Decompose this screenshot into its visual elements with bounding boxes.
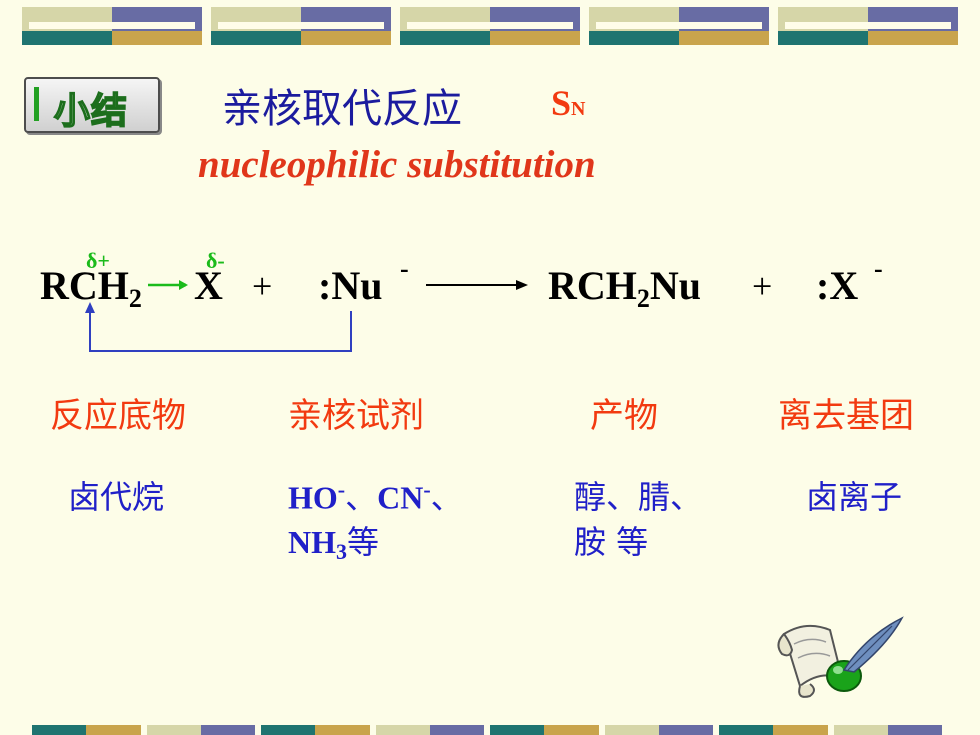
products-line-2: 胺 等: [574, 522, 649, 561]
bottom-bar-block: [833, 725, 942, 735]
reaction-arrow-head: [516, 280, 528, 290]
bottom-bar-block: [719, 725, 828, 735]
nuc-sep-2: 、: [430, 478, 463, 517]
example-nucleophiles: HO-、CN-、 NH3等: [288, 475, 463, 568]
nucleophile-charge: -: [400, 254, 409, 283]
substrate-formula: RCH2: [40, 266, 142, 312]
halogen-x: X: [194, 263, 223, 308]
slide-subtitle: nucleophilic substitution: [198, 143, 596, 186]
substrate-rch: RCH: [40, 263, 129, 308]
product-subscript: 2: [636, 284, 650, 313]
top-bar-block: [211, 7, 391, 45]
plus-sign-2: +: [752, 266, 773, 306]
nuc-sep-1: 、: [345, 478, 378, 517]
bottom-bar-block: [490, 725, 599, 735]
sn-main: S: [551, 83, 572, 123]
leaving-formula: :X: [816, 263, 859, 308]
product-formula: RCH2Nu: [548, 266, 701, 312]
sn-sub: N: [571, 98, 586, 120]
scroll-quill-icon: [777, 616, 904, 698]
plus-sign-1: +: [252, 266, 273, 306]
top-bar-block: [400, 7, 580, 45]
bottom-bar-block: [375, 725, 484, 735]
nuc-ho-charge: -: [337, 477, 346, 502]
bottom-decorative-bar: [32, 725, 942, 735]
nuc-nh: NH: [288, 524, 336, 561]
nuc-cn-charge: -: [423, 477, 431, 502]
bottom-bar-block: [261, 725, 370, 735]
substrate-subscript: 2: [128, 284, 142, 313]
nuc-ho: HO: [288, 479, 338, 516]
label-nucleophile: 亲核试剂: [288, 396, 424, 436]
nuc-etc: 等: [347, 523, 380, 562]
attack-path: [89, 311, 352, 352]
top-decorative-bar: [22, 7, 958, 45]
products-line-1: 醇、腈、: [574, 478, 703, 516]
nucleophiles-line-1: HO-、CN-、: [288, 475, 463, 520]
delta-plus: δ+: [86, 248, 110, 273]
attack-arrow-head: [85, 302, 95, 313]
delta-minus: δ-: [206, 248, 225, 273]
leaving-charge: -: [874, 254, 883, 283]
example-leaving: 卤离子: [806, 478, 903, 516]
example-products: 醇、腈、 胺 等: [574, 475, 702, 565]
badge-stripe: [34, 87, 39, 121]
top-bar-block: [589, 7, 769, 45]
nucleophiles-line-2: NH3等: [288, 520, 463, 568]
nucleophile-formula: :Nu: [318, 263, 383, 308]
bottom-bar-block: [604, 725, 713, 735]
top-bar-block: [22, 7, 202, 45]
bond-arrow-head: [179, 280, 188, 290]
nuc-cn: CN: [377, 479, 424, 516]
nuc-nh-subscript: 3: [336, 539, 347, 565]
sn-symbol: SN: [551, 82, 585, 124]
bottom-bar-block: [32, 725, 141, 735]
summary-badge: 小结: [24, 77, 160, 133]
bottom-bar-block: [146, 725, 255, 735]
label-substrate: 反应底物: [50, 396, 186, 436]
top-bar-block: [778, 7, 958, 45]
label-leaving-group: 离去基团: [778, 396, 914, 436]
product-rch: RCH: [548, 263, 637, 308]
label-product: 产物: [590, 396, 658, 436]
badge-label: 小结: [53, 90, 129, 133]
slide-title: 亲核取代反应: [222, 86, 462, 132]
product-nu: Nu: [649, 263, 702, 308]
example-substrate: 卤代烷: [68, 478, 165, 516]
